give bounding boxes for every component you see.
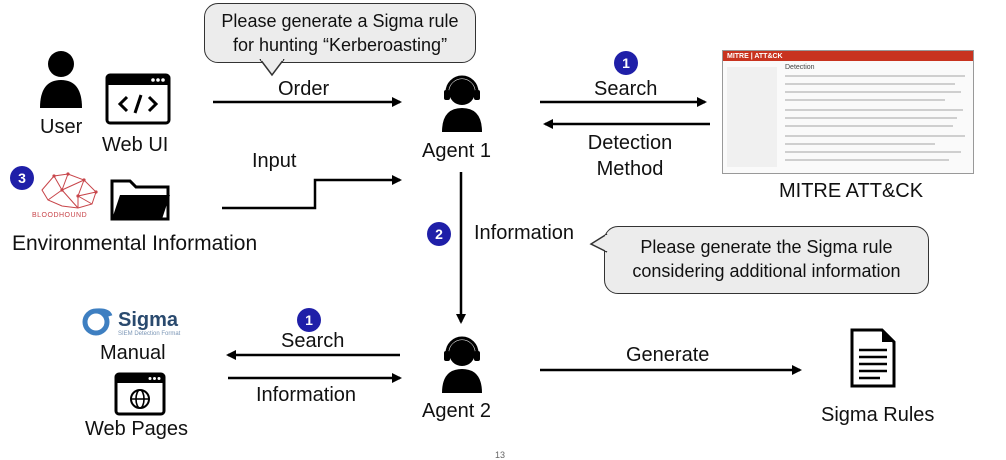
mitre-row — [785, 143, 935, 145]
search-label-bottom: Search — [281, 330, 345, 352]
manual-label: Manual — [100, 342, 166, 364]
web-ui-label: Web UI — [102, 134, 169, 156]
mitre-row — [785, 109, 963, 111]
search-label-top: Search — [594, 78, 658, 100]
mitre-screenshot: MITRE | ATT&CK Detection — [722, 50, 974, 174]
document-icon — [850, 328, 896, 388]
mitre-row — [785, 91, 961, 93]
agent1-label: Agent 1 — [422, 140, 491, 162]
step-badge-1-bottom: 1 — [297, 308, 321, 332]
step-badge-1-top: 1 — [614, 51, 638, 75]
mitre-row — [785, 83, 955, 85]
sigma-tagline: SIEM Detection Format — [118, 331, 181, 337]
order-label: Order — [278, 78, 330, 100]
detection-label-line2: Method — [596, 158, 664, 180]
detection-label-line1: Detection — [587, 132, 673, 154]
web-page-icon — [114, 372, 166, 416]
generate-label: Generate — [626, 344, 710, 366]
mitre-row — [785, 159, 949, 161]
bloodhound-logo — [41, 172, 98, 209]
mitre-row — [785, 135, 965, 137]
mitre-section-title: Detection — [785, 64, 815, 71]
top-speech-bubble: Please generate a Sigma rule for hunting… — [204, 3, 476, 63]
top-bubble-line2: for hunting “Kerberoasting” — [232, 35, 448, 55]
information-label-bottom: Information — [256, 384, 357, 406]
user-label: User — [40, 116, 83, 138]
mitre-row — [785, 117, 957, 119]
middle-speech-bubble: Please generate the Sigma rule consideri… — [604, 226, 929, 294]
mitre-row — [785, 151, 961, 153]
mitre-row — [785, 75, 965, 77]
mitre-header-bar: MITRE | ATT&CK — [723, 51, 973, 61]
web-pages-label: Web Pages — [85, 418, 189, 440]
middle-bubble-line2: considering additional information — [632, 261, 901, 281]
bloodhound-wordmark: BLOODHOUND — [32, 212, 88, 219]
information-label-mid: Information — [474, 222, 575, 244]
middle-bubble-tail — [589, 233, 608, 253]
web-ui-icon — [105, 73, 171, 125]
environmental-information-label: Environmental Information — [12, 232, 258, 255]
sigma-wordmark: Sigma — [118, 309, 179, 331]
step-badge-2: 2 — [427, 222, 451, 246]
step-badge-3: 3 — [10, 166, 34, 190]
mitre-label: MITRE ATT&CK — [779, 180, 924, 202]
folder-icon — [110, 179, 170, 221]
middle-bubble-line1: Please generate the Sigma rule — [640, 237, 893, 257]
slide-number: 13 — [495, 450, 506, 460]
input-arrow — [222, 175, 402, 210]
mitre-sidebar — [727, 67, 777, 167]
sigma-logo — [82, 308, 113, 336]
agent1-icon — [442, 75, 482, 132]
sigma-rules-label: Sigma Rules — [821, 404, 935, 426]
top-bubble-tail — [259, 59, 285, 77]
agent2-label: Agent 2 — [422, 400, 491, 422]
top-bubble-line1: Please generate a Sigma rule — [221, 11, 459, 31]
detection-method-label: Detection Method — [575, 130, 685, 182]
user-icon — [40, 51, 82, 108]
mitre-row — [785, 125, 953, 127]
input-label: Input — [252, 150, 297, 172]
mitre-logo: MITRE | ATT&CK — [727, 52, 783, 60]
agent2-icon — [442, 336, 482, 393]
mitre-row — [785, 99, 945, 101]
